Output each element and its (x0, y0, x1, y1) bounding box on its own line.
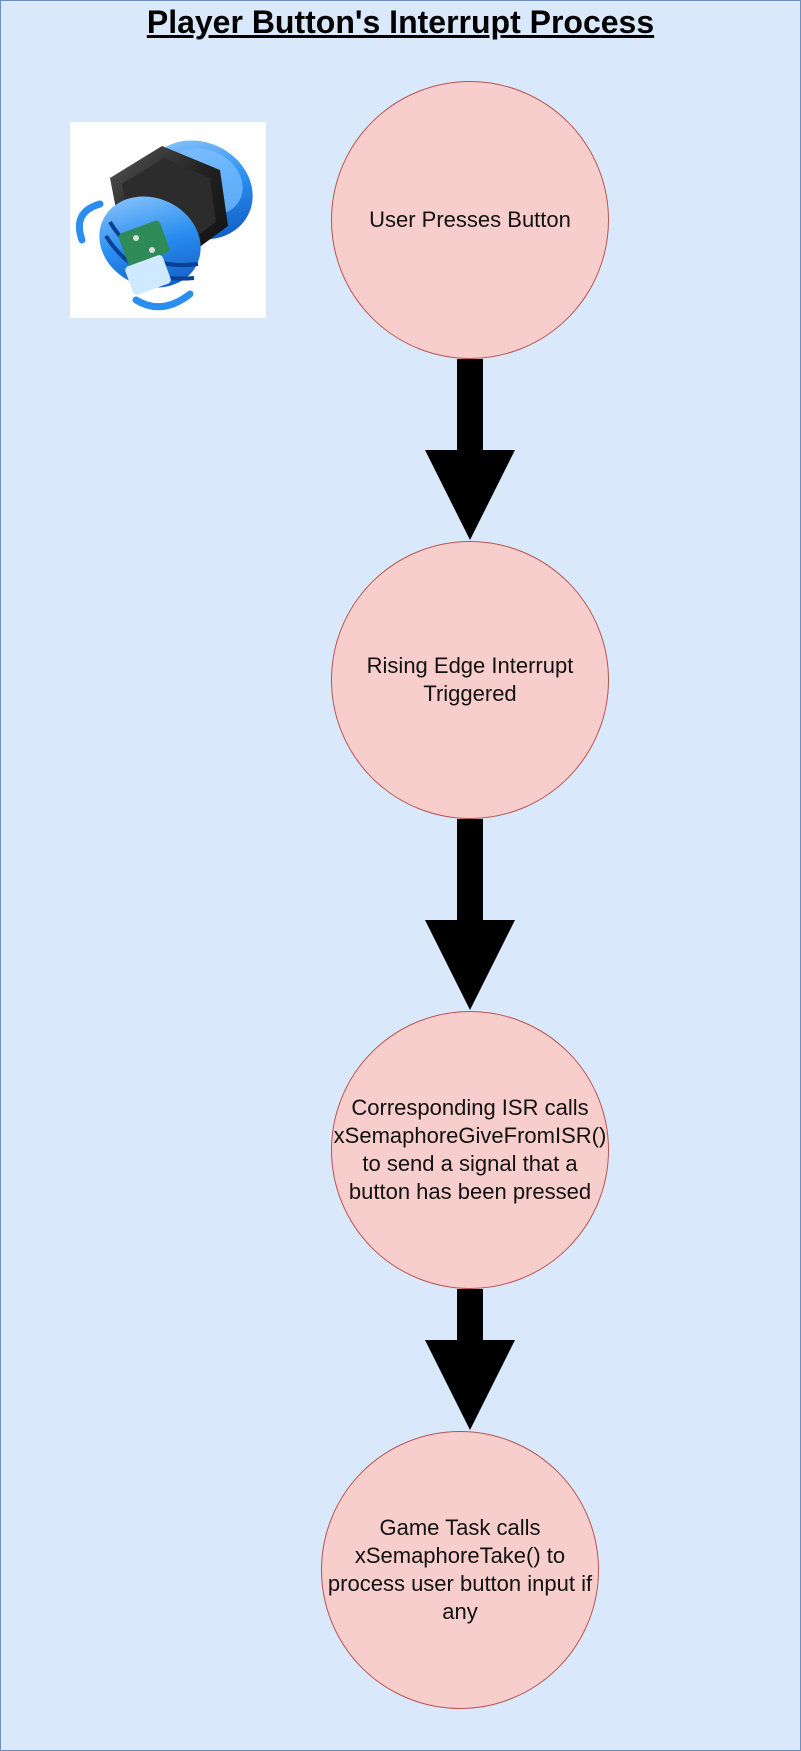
node-label: Game Task calls xSemaphoreTake() to proc… (327, 1515, 593, 1624)
node-game-task-take-semaphore: Game Task calls xSemaphoreTake() to proc… (321, 1431, 599, 1709)
arrow-2 (425, 819, 515, 1010)
node-rising-edge-interrupt: Rising Edge Interrupt Triggered (331, 541, 609, 819)
diagram-title: Player Button's Interrupt Process (146, 4, 655, 40)
node-label: User Presses Button (369, 207, 571, 232)
arcade-button-icon (75, 140, 253, 311)
node-user-presses-button: User Presses Button (331, 81, 609, 359)
node-label: Rising Edge Interrupt Triggered (366, 653, 574, 706)
arcade-button-image (70, 122, 266, 318)
arrow-1 (425, 359, 515, 540)
node-isr-give-semaphore: Corresponding ISR calls xSemaphoreGiveFr… (331, 1011, 609, 1289)
node-label: Corresponding ISR calls xSemaphoreGiveFr… (333, 1095, 607, 1204)
arrow-3 (425, 1289, 515, 1430)
